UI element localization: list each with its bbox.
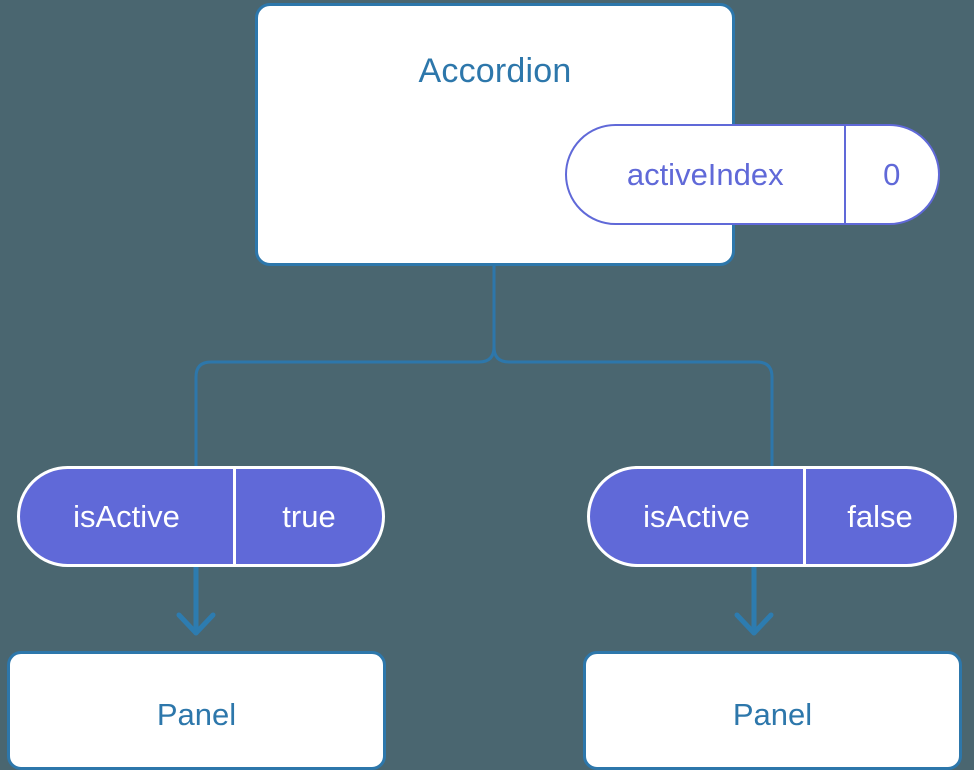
panel-label-left: Panel bbox=[156, 697, 237, 732]
prop-key-is-active-right: isActive bbox=[590, 469, 806, 564]
prop-key-active-index: activeIndex bbox=[567, 126, 846, 223]
panel-label-right: Panel bbox=[732, 697, 813, 732]
prop-pill-is-active-left[interactable]: isActive true bbox=[17, 466, 385, 567]
arrow-down-icon-left bbox=[176, 612, 216, 636]
accordion-node[interactable]: Accordion activeIndex 0 bbox=[255, 3, 940, 266]
prop-value-is-active-right: false bbox=[847, 498, 913, 534]
panel-node-left[interactable]: Panel bbox=[7, 651, 386, 770]
prop-pill-is-active-right[interactable]: isActive false bbox=[587, 466, 957, 567]
arrow-down-icon-right bbox=[734, 612, 774, 636]
prop-pill-active-index[interactable]: activeIndex 0 bbox=[565, 124, 940, 225]
prop-value-active-index: 0 bbox=[883, 156, 901, 192]
prop-key-is-active-left: isActive bbox=[20, 469, 236, 564]
panel-node-right[interactable]: Panel bbox=[583, 651, 962, 770]
accordion-title: Accordion bbox=[418, 52, 572, 90]
branch-line-right bbox=[492, 266, 774, 466]
branch-line-left bbox=[194, 266, 496, 466]
prop-value-is-active-left: true bbox=[282, 498, 336, 534]
